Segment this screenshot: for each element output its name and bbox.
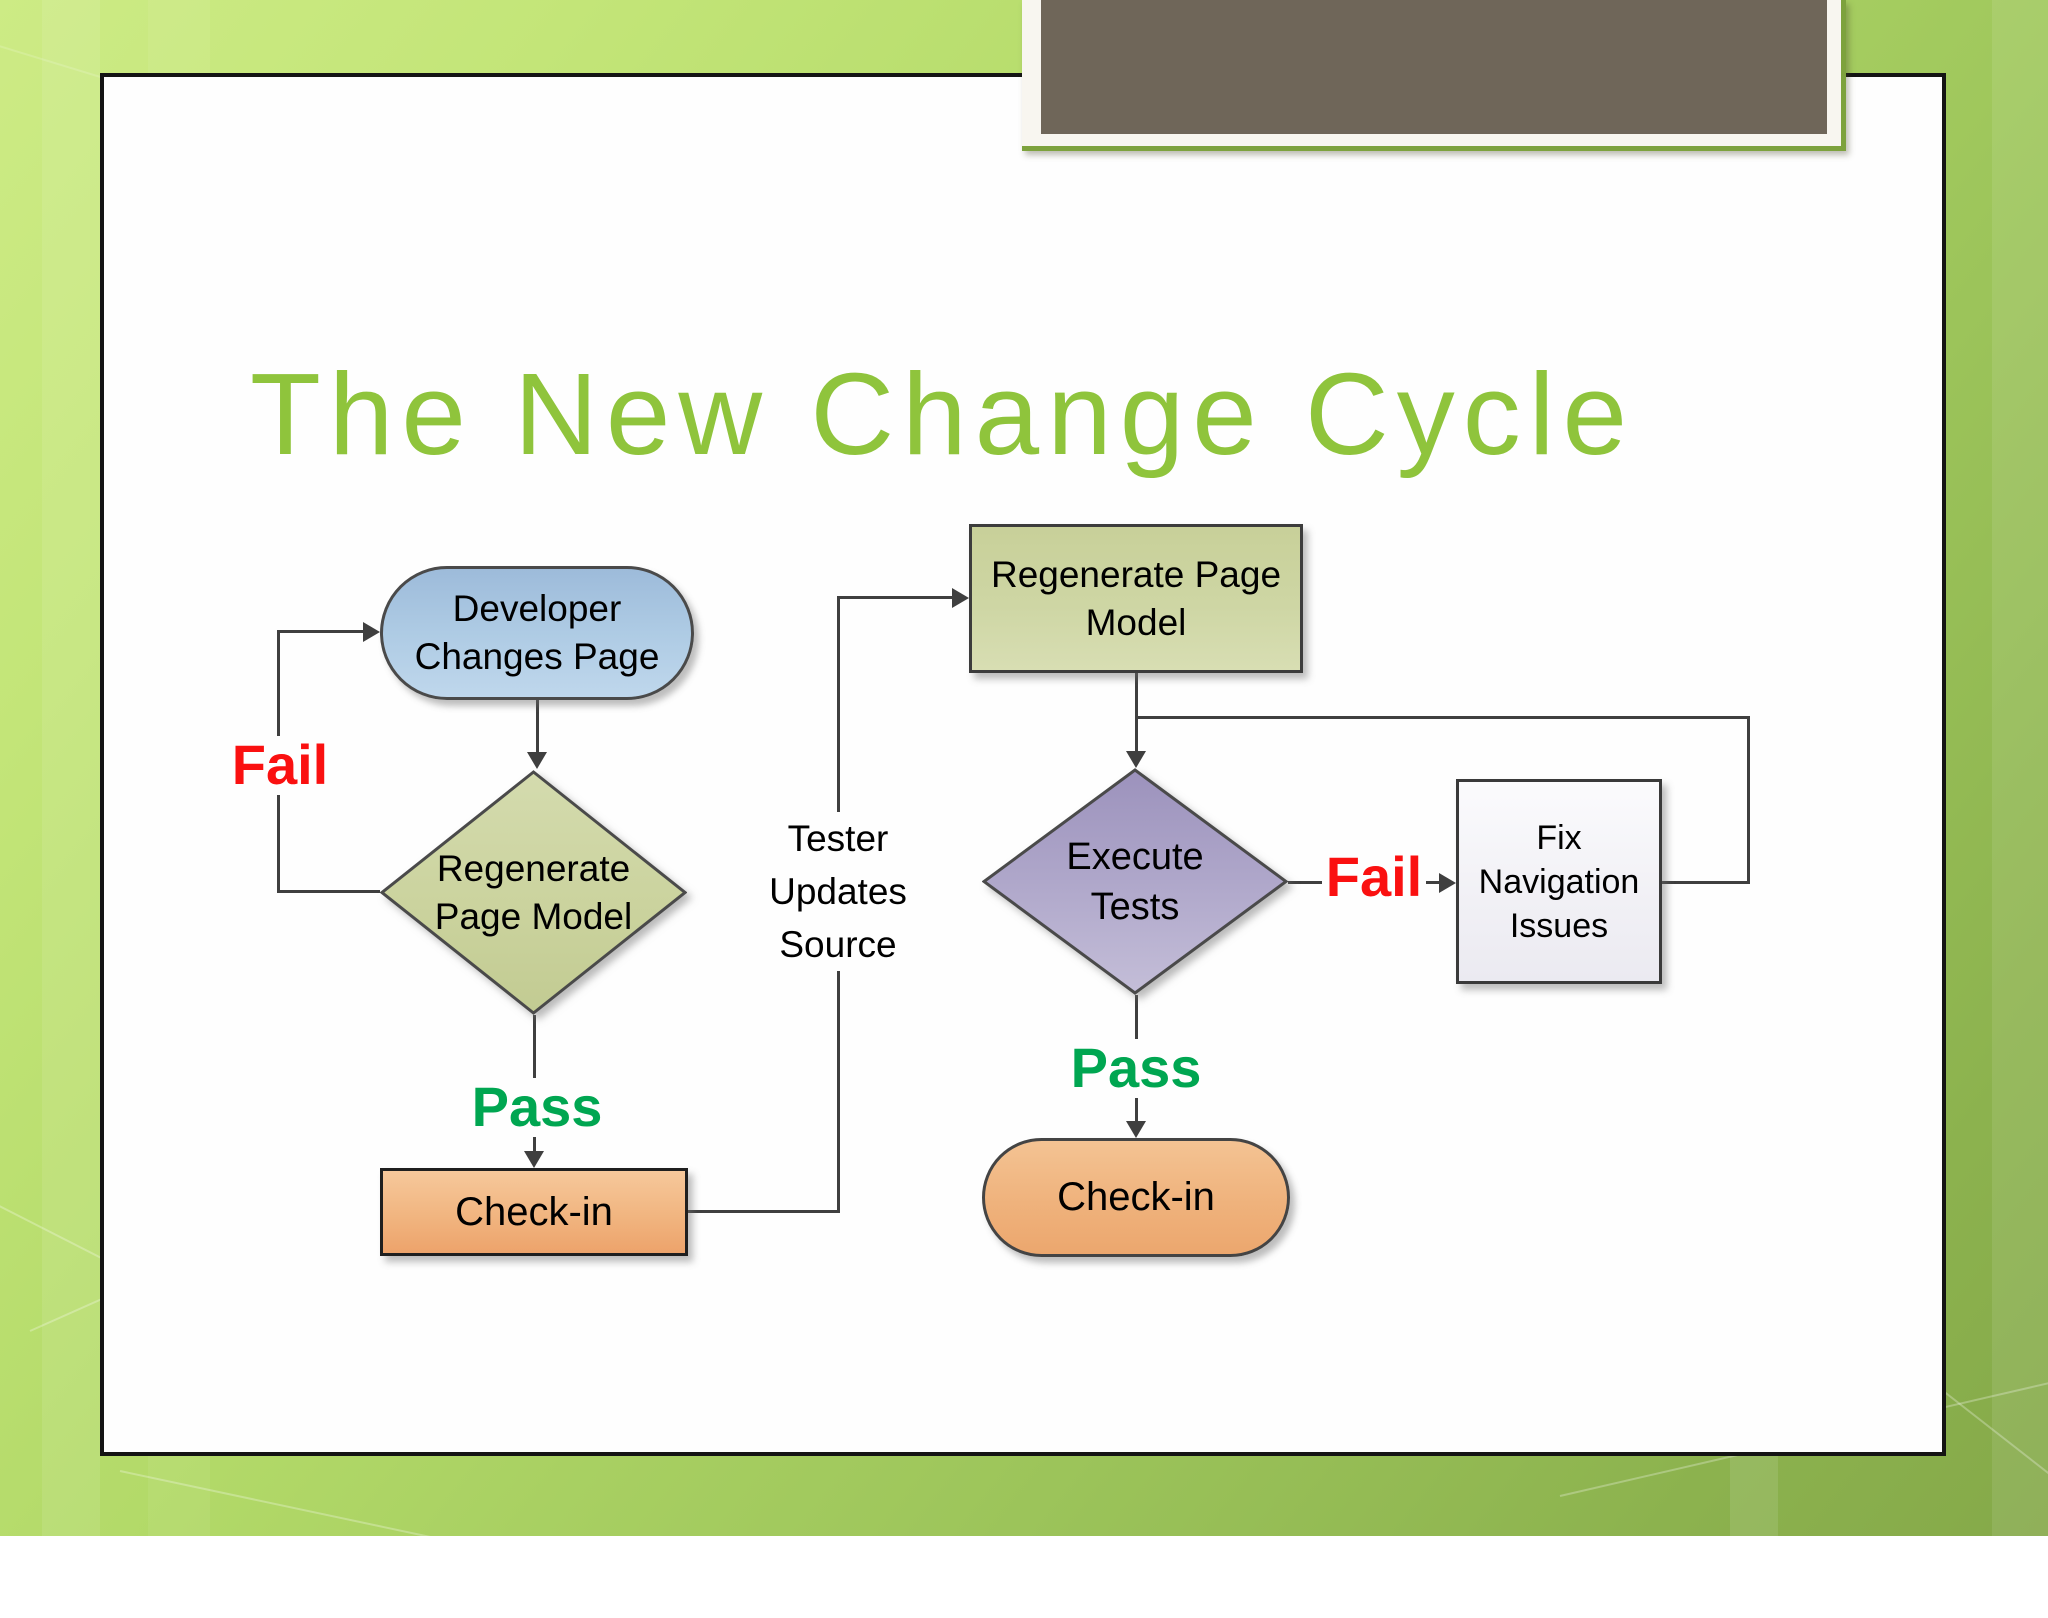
arrowhead (952, 588, 969, 608)
node-execute-tests (982, 768, 1288, 995)
node-label: Check-in (1057, 1175, 1215, 1219)
arrowhead (363, 622, 380, 642)
node-check-in-right: Check-in (982, 1138, 1290, 1257)
edge-fail-loop-bottom (277, 890, 380, 893)
slide-canvas: The New Change Cycle Developer Changes P… (0, 0, 2048, 1536)
arrowhead (524, 1151, 544, 1168)
media-frame (1022, 0, 1846, 151)
note-line: Updates (769, 871, 907, 912)
edge-label-fail-left: Fail (226, 735, 334, 795)
edge-fail-loop-top (277, 630, 364, 633)
edge-fixloop-vertical (1747, 716, 1750, 884)
node-developer-changes-page: Developer Changes Page (380, 566, 694, 700)
node-label: Navigation (1478, 862, 1640, 901)
edge-dev-to-decision (536, 700, 539, 754)
edge-fixloop-bottom (1662, 881, 1750, 884)
edge-riser-to-process (837, 596, 953, 599)
node-label-group: Regenerate Page Model (380, 770, 687, 1015)
bg-stripe (1992, 0, 2048, 1536)
note-line: Tester (787, 818, 889, 859)
bg-line (119, 1470, 805, 1618)
node-label: Developer (452, 588, 622, 629)
note-tester-updates-source: Tester Updates Source (756, 812, 920, 971)
note-line: Source (779, 924, 897, 965)
bg-stripe (42, 0, 100, 1536)
node-check-in-left: Check-in (380, 1168, 688, 1256)
edge-fail-to-fixbox (1415, 881, 1443, 884)
node-label: Tests (1090, 885, 1180, 928)
arrowhead (527, 752, 547, 769)
node-regenerate-page-model-decision (380, 770, 687, 1015)
node-label: Page Model (434, 895, 633, 937)
node-label-group: Execute Tests (982, 768, 1288, 995)
node-fix-navigation-issues: Fix Navigation Issues (1456, 779, 1662, 984)
edge-process-to-tests (1135, 673, 1138, 755)
edge-label-fail-right: Fail (1322, 847, 1426, 907)
slide-title: The New Change Cycle (250, 349, 1636, 479)
node-label: Issues (1509, 906, 1609, 945)
node-label: Execute (1066, 835, 1204, 878)
node-label: Check-in (455, 1189, 613, 1234)
media-placeholder (1041, 0, 1827, 134)
edge-label-pass-left: Pass (458, 1077, 616, 1137)
edge-label-pass-right: Pass (1060, 1038, 1212, 1098)
edge-tests-to-fail (1288, 881, 1333, 884)
node-regenerate-page-model-process: Regenerate Page Model (969, 524, 1303, 673)
node-label: Regenerate Page (990, 553, 1282, 595)
node-label: Fix (1536, 818, 1582, 857)
node-label: Changes Page (414, 636, 660, 677)
arrowhead (1439, 873, 1456, 893)
edge-checkin-to-riser (688, 1210, 840, 1213)
node-label: Regenerate (436, 847, 631, 889)
edge-fixloop-top (1136, 716, 1750, 719)
arrowhead (1126, 1121, 1146, 1138)
arrowhead (1126, 751, 1146, 768)
node-label: Model (1085, 601, 1187, 643)
